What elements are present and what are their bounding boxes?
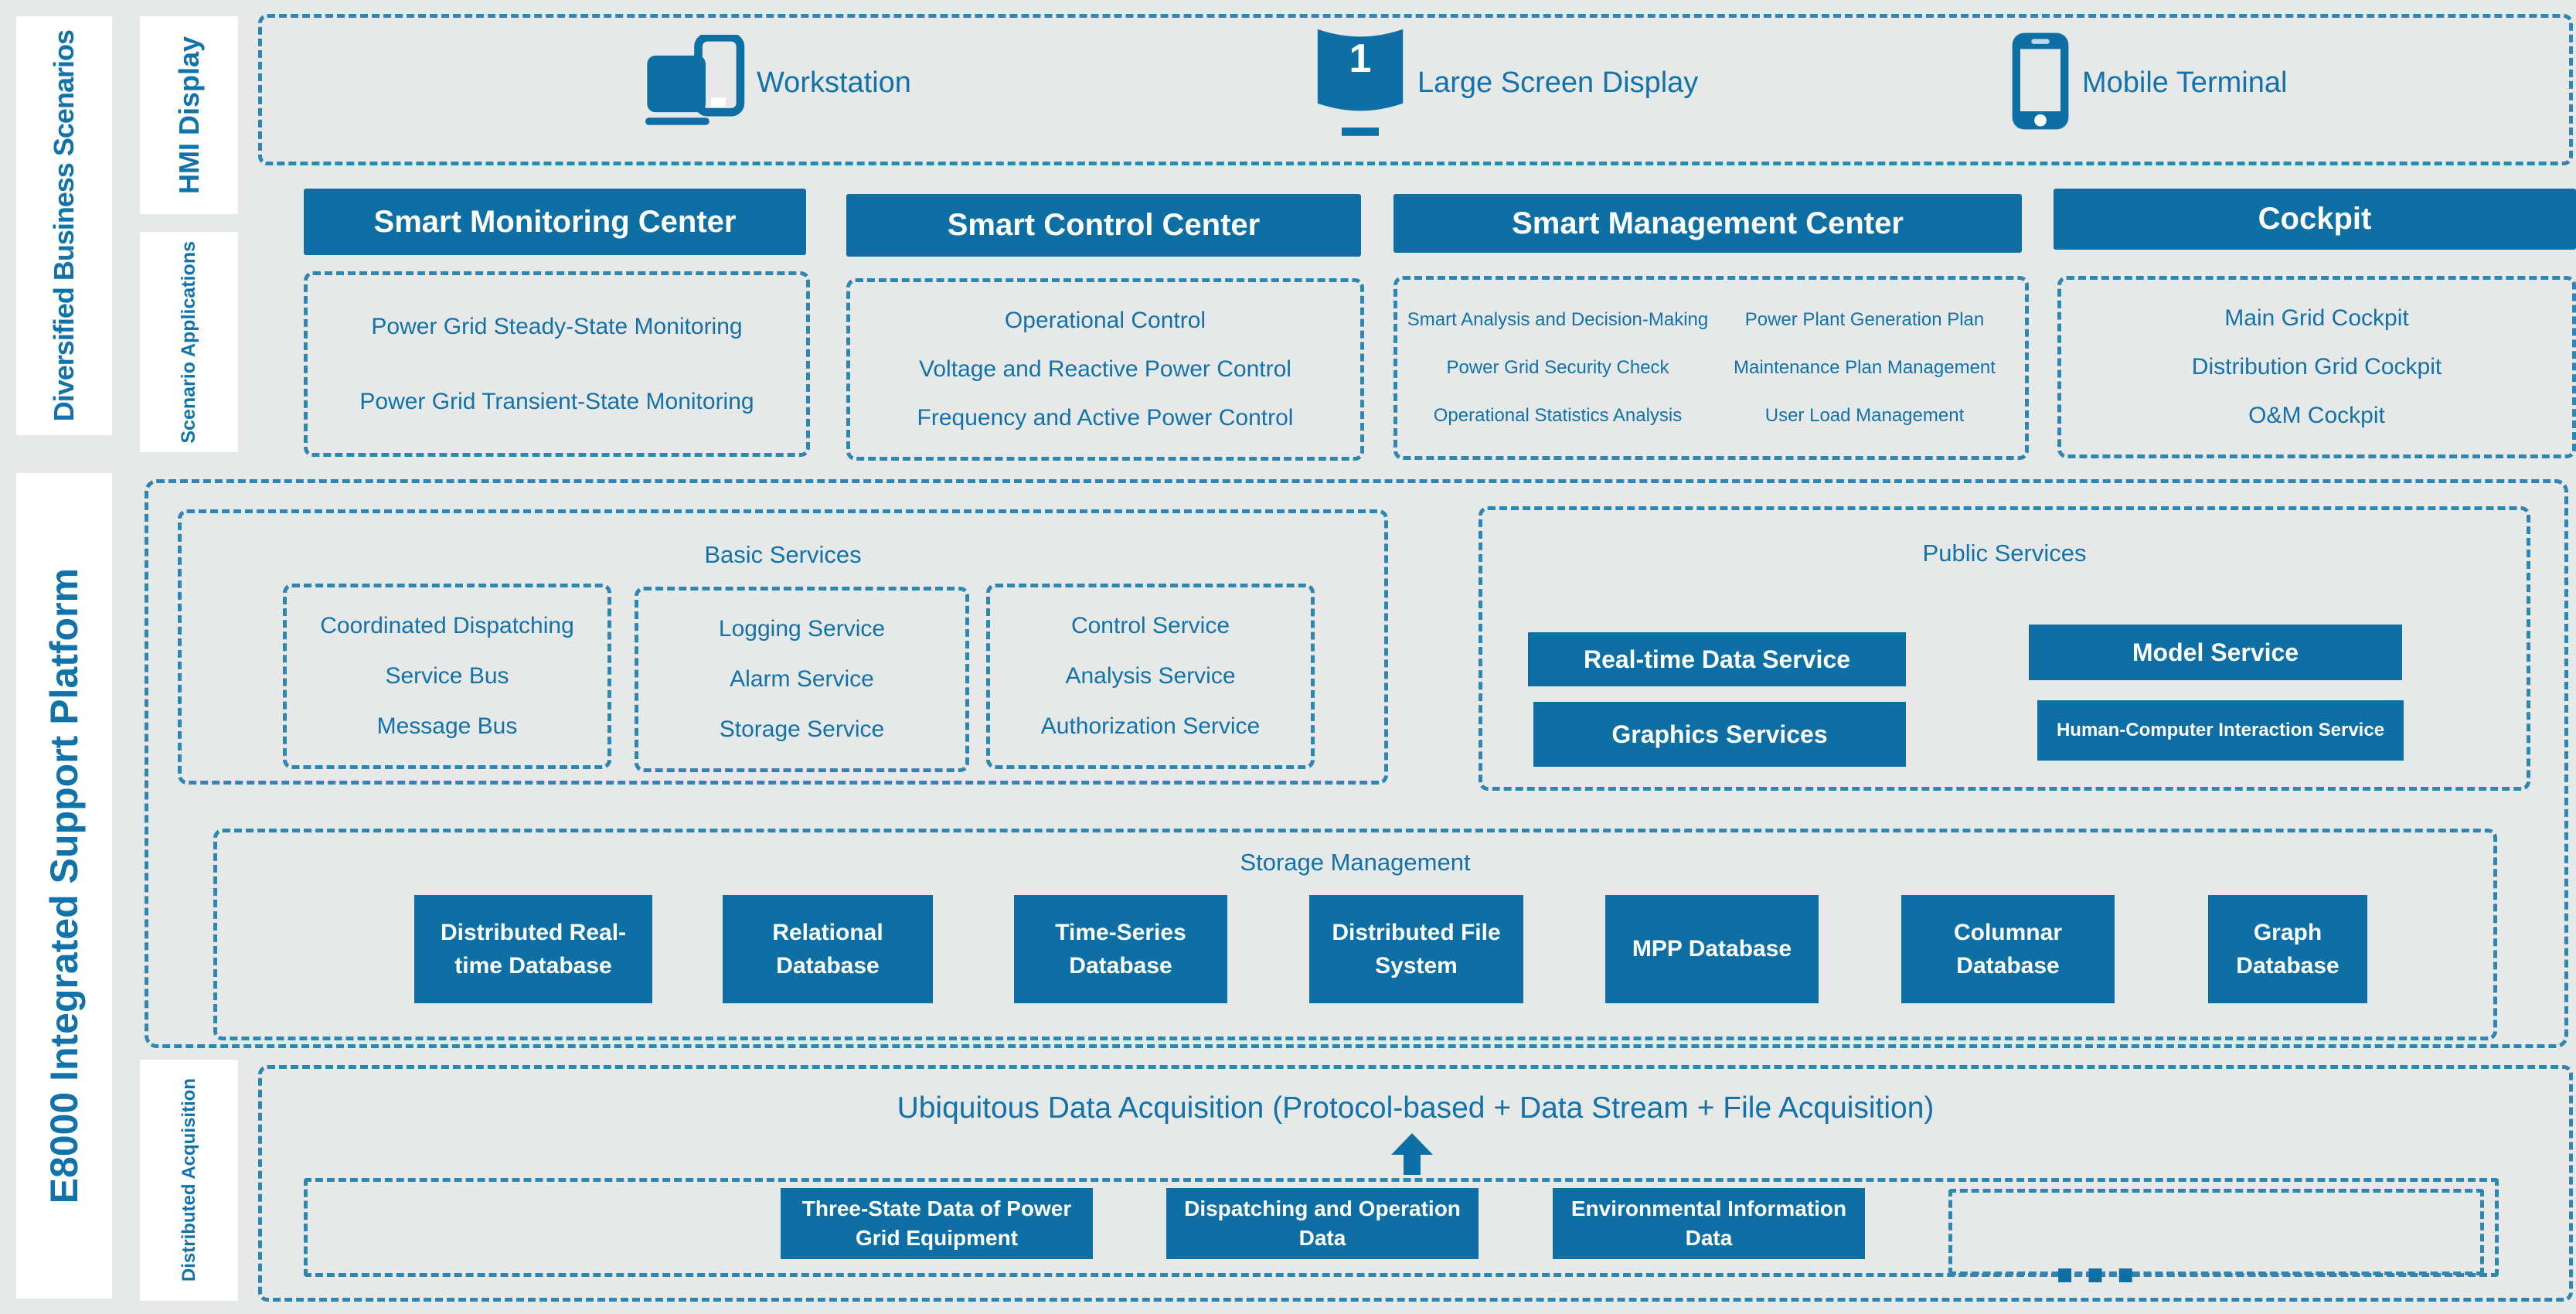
public-services-box [1479, 506, 2530, 791]
hmi-display-box [258, 14, 2573, 165]
scenario-item: Frequency and Active Power Control [917, 405, 1294, 431]
basic-services-group-bus: Coordinated Dispatching Service Bus Mess… [283, 584, 611, 769]
scenario-item: Operational Control [1004, 307, 1206, 333]
basic-services-title: Basic Services [704, 541, 862, 568]
mobile-terminal-icon [2009, 31, 2071, 135]
arrow-up-icon [1391, 1133, 1433, 1175]
large-screen-label: Large Screen Display [1417, 66, 1699, 99]
basic-services-box [178, 509, 1388, 785]
db-mpp: MPP Database [1605, 895, 1819, 1003]
scenario-item: Power Plant Generation Plan [1744, 309, 1985, 330]
hci-service-button: Human-Computer Interaction Service [2037, 700, 2404, 761]
acquisition-box [258, 1065, 2573, 1302]
model-service-button: Model Service [2029, 625, 2402, 680]
scenario-applications-label: Scenario Applications [178, 240, 199, 444]
service-item: Control Service [1070, 613, 1230, 639]
workstation-label: Workstation [757, 66, 911, 99]
graphics-services-button: Graphics Services [1533, 702, 1906, 767]
scenario-item: Smart Analysis and Decision-Making [1407, 309, 1709, 330]
platform-box [145, 479, 2568, 1048]
scenario-item: Power Grid Security Check [1446, 357, 1669, 378]
screen-number-label: 1 [1349, 36, 1372, 81]
monitoring-scenarios-box: Power Grid Steady-State Monitoring Power… [304, 271, 810, 457]
service-item: Logging Service [718, 616, 886, 642]
control-scenarios-box: Operational Control Voltage and Reactive… [846, 278, 1364, 461]
sidebar-platform: E8000 Integrated Support Platform [16, 473, 112, 1299]
storage-management-box [213, 829, 2497, 1040]
db-distributed-realtime: Distributed Real-time Database [414, 895, 652, 1003]
management-scenarios-box [1393, 276, 2029, 460]
public-services-title: Public Services [1922, 540, 2087, 567]
scenario-item: Power Grid Transient-State Monitoring [359, 388, 754, 414]
large-screen-item: 1 Large Screen Display [1314, 17, 1698, 148]
scenario-item: O&M Cockpit [2248, 403, 2385, 429]
db-graph: Graph Database [2208, 895, 2367, 1003]
sidebar-scenario-applications: Scenario Applications [140, 232, 238, 452]
service-item: Analysis Service [1065, 662, 1236, 689]
scenario-item: Voltage and Reactive Power Control [919, 356, 1291, 382]
distributed-acquisition-label: Distributed Acquisition [178, 1078, 199, 1282]
hmi-display-label: HMI Display [172, 36, 205, 195]
storage-management-title: Storage Management [1240, 849, 1471, 876]
basic-services-group-control: Control Service Analysis Service Authori… [986, 584, 1315, 769]
scenario-item: Maintenance Plan Management [1734, 357, 1996, 378]
scenario-item: Operational Statistics Analysis [1433, 405, 1683, 426]
business-scenarios-label: Diversified Business Scenarios [48, 29, 80, 422]
db-columnar: Columnar Database [1901, 895, 2115, 1003]
db-time-series: Time-Series Database [1014, 895, 1227, 1003]
large-screen-icon: 1 [1314, 23, 1407, 143]
cockpit-bar: Cockpit [2054, 189, 2576, 250]
service-item: Storage Service [719, 716, 885, 742]
service-item: Service Bus [385, 662, 509, 689]
service-item: Alarm Service [730, 666, 874, 692]
workstation-item: Workstation [645, 17, 911, 148]
mobile-terminal-item: Mobile Terminal [2009, 17, 2287, 148]
dispatching-operation-data-button: Dispatching and Operation Data [1166, 1188, 1479, 1259]
platform-label: E8000 Integrated Support Platform [43, 567, 86, 1204]
cockpit-scenarios-box: Main Grid Cockpit Distribution Grid Cock… [2057, 276, 2576, 458]
sidebar-business-scenarios: Diversified Business Scenarios [16, 16, 112, 435]
realtime-data-service-button: Real-time Data Service [1528, 632, 1906, 686]
acquisition-title: Ubiquitous Data Acquisition (Protocol-ba… [897, 1091, 1935, 1125]
scenario-item: Distribution Grid Cockpit [2191, 353, 2442, 380]
acquisition-sources-box [304, 1178, 2499, 1277]
smart-control-center-bar: Smart Control Center [846, 194, 1361, 257]
scenario-item: Main Grid Cockpit [2224, 305, 2409, 331]
three-state-data-button: Three-State Data of Power Grid Equipment [781, 1188, 1093, 1259]
scenario-item: Power Grid Steady-State Monitoring [371, 313, 743, 339]
db-distributed-file-system: Distributed File System [1309, 895, 1523, 1003]
more-sources-box [1948, 1189, 2484, 1275]
workstation-icon [645, 32, 746, 131]
mobile-terminal-label: Mobile Terminal [2082, 66, 2288, 99]
service-item: Coordinated Dispatching [320, 613, 574, 639]
db-relational: Relational Database [723, 895, 933, 1003]
management-scenarios-grid: Smart Analysis and Decision-Making Power… [1393, 276, 2029, 460]
smart-monitoring-center-bar: Smart Monitoring Center [304, 189, 806, 255]
sidebar-hmi-display: HMI Display [140, 16, 238, 214]
basic-services-group-logging: Logging Service Alarm Service Storage Se… [635, 587, 969, 772]
environmental-data-button: Environmental Information Data [1553, 1188, 1865, 1259]
smart-management-center-bar: Smart Management Center [1393, 194, 2022, 253]
sidebar-distributed-acquisition: Distributed Acquisition [140, 1060, 238, 1301]
service-item: Authorization Service [1040, 713, 1261, 739]
scenario-item: User Load Management [1764, 405, 1965, 426]
service-item: Message Bus [376, 713, 518, 739]
